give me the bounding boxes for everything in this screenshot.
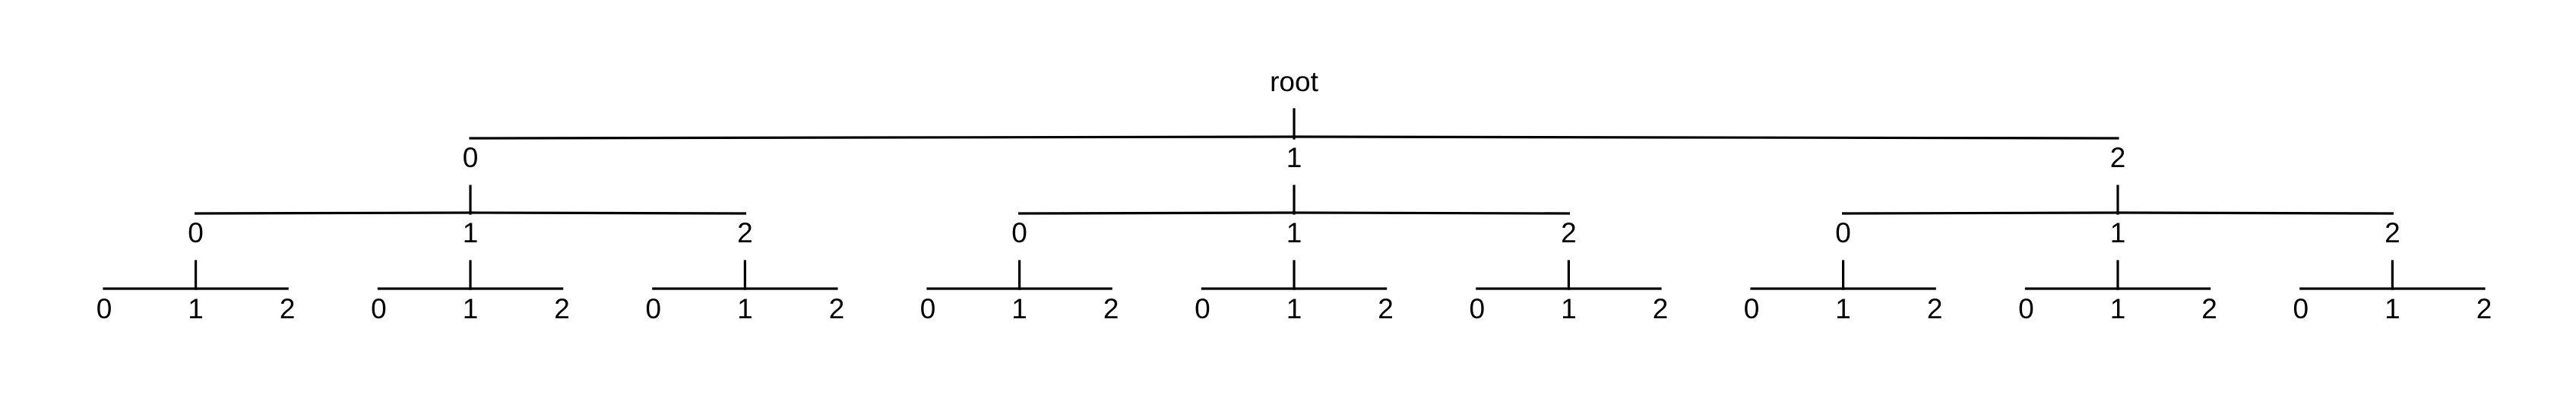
node-label-2-0: 0 <box>1835 217 1851 248</box>
node-label-2-2-2: 2 <box>2476 293 2492 324</box>
node-label-2-0-1: 1 <box>1835 293 1851 324</box>
node-label-0-1-2: 2 <box>554 293 570 324</box>
node-label-0-1-1: 1 <box>463 293 479 324</box>
node-label-2-1-2: 2 <box>2201 293 2217 324</box>
node-label-0-2-0: 0 <box>646 293 662 324</box>
node-label-2-0-2: 2 <box>1927 293 1943 324</box>
node-label-1-1: 1 <box>1286 217 1302 248</box>
node-label-2-1: 1 <box>2110 217 2126 248</box>
node-label-0-1: 1 <box>463 217 479 248</box>
root-node-label: root <box>1270 66 1318 97</box>
node-label-2-1-0: 0 <box>2018 293 2034 324</box>
node-label-0-2-1: 1 <box>737 293 753 324</box>
node-label-1-2-0: 0 <box>1470 293 1486 324</box>
node-label-2-2-0: 0 <box>2293 293 2309 324</box>
node-label-2-2-1: 1 <box>2385 293 2400 324</box>
node-label-1-1-1: 1 <box>1286 293 1302 324</box>
node-label-2-0-0: 0 <box>1744 293 1760 324</box>
tree-edges <box>103 108 2486 290</box>
node-label-2-1-1: 1 <box>2110 293 2126 324</box>
tree-node-labels: root 0 0 0 1 2 1 0 1 2 2 0 1 2 1 0 0 1 2 1 0 1 2 2 0 1 2 2 0 0 1 2 1 0 1 2 2… <box>97 66 2492 324</box>
node-label-1-0-0: 0 <box>920 293 936 324</box>
node-label-0-0-1: 1 <box>188 293 204 324</box>
node-label-1-2-2: 2 <box>1653 293 1669 324</box>
node-label-0-2: 2 <box>737 217 753 248</box>
node-label-1: 1 <box>1286 142 1302 173</box>
node-label-1-2-1: 1 <box>1561 293 1577 324</box>
node-label-0-2-2: 2 <box>829 293 845 324</box>
node-label-1-1-2: 2 <box>1378 293 1394 324</box>
node-label-0-0-0: 0 <box>97 293 112 324</box>
node-label-1-0-1: 1 <box>1011 293 1027 324</box>
edge-0 <box>469 135 1296 140</box>
node-label-1-0: 0 <box>1011 217 1027 248</box>
node-label-0-1-0: 0 <box>371 293 387 324</box>
node-label-0-0: 0 <box>188 217 204 248</box>
node-label-1-0-2: 2 <box>1103 293 1119 324</box>
node-label-0-0-2: 2 <box>280 293 296 324</box>
node-label-2-2: 2 <box>2385 217 2400 248</box>
node-label-1-1-0: 0 <box>1195 293 1210 324</box>
node-label-0: 0 <box>463 142 479 173</box>
edge-2 <box>1293 135 2119 140</box>
node-label-2: 2 <box>2110 142 2126 173</box>
node-label-1-2: 2 <box>1561 217 1577 248</box>
